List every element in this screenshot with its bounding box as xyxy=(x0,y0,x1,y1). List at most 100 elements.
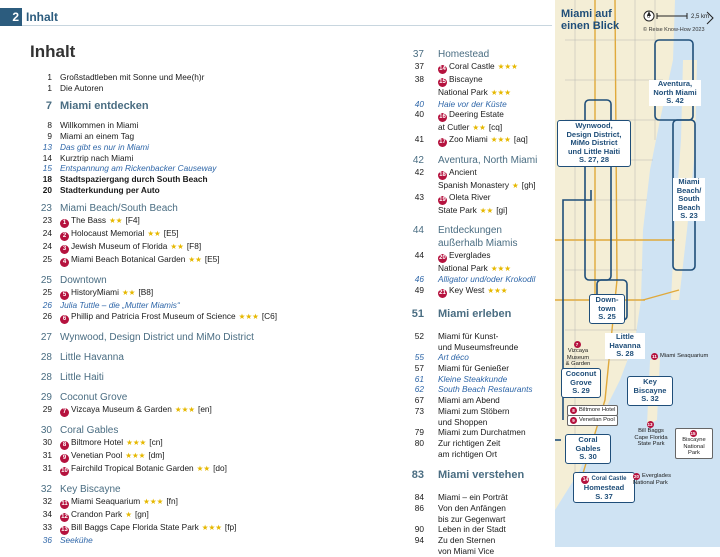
toc-entry[interactable]: bis zur Gegenwart xyxy=(404,514,552,525)
toc-entry-label: South Beach Restaurants xyxy=(438,384,552,395)
toc-entry[interactable]: National Park★★★ xyxy=(404,87,552,99)
toc-entry[interactable]: und Museumsfreunde xyxy=(404,342,552,353)
toc-entry[interactable]: am richtigen Ort xyxy=(404,449,552,460)
toc-entry-text: Miami – ein Porträt xyxy=(438,492,508,503)
toc-entry[interactable]: und Shoppen xyxy=(404,417,552,428)
map-grid-reference: [dm] xyxy=(148,450,165,461)
toc-entry-text: Julia Tuttle – die „Mutter Miamis“ xyxy=(60,300,180,311)
toc-entry[interactable]: at Cutler★★[cq] xyxy=(404,122,552,134)
toc-section-heading[interactable]: außerhalb Miamis xyxy=(404,237,552,250)
toc-entry[interactable]: Spanish Monastery★[gh] xyxy=(404,180,552,192)
header-title: Inhalt xyxy=(26,10,58,24)
poi-number-badge: 18 xyxy=(438,171,447,181)
toc-entry[interactable]: von Miami Vice xyxy=(404,546,552,557)
toc-page-number xyxy=(404,263,438,275)
toc-entry[interactable]: State Park★★[gi] xyxy=(404,205,552,217)
toc-entry-text: Little Haiti xyxy=(60,372,104,384)
toc-entry-label: am richtigen Ort xyxy=(438,449,552,460)
toc-entry[interactable]: National Park★★★ xyxy=(404,263,552,275)
toc-page-number: 7 xyxy=(45,100,52,113)
